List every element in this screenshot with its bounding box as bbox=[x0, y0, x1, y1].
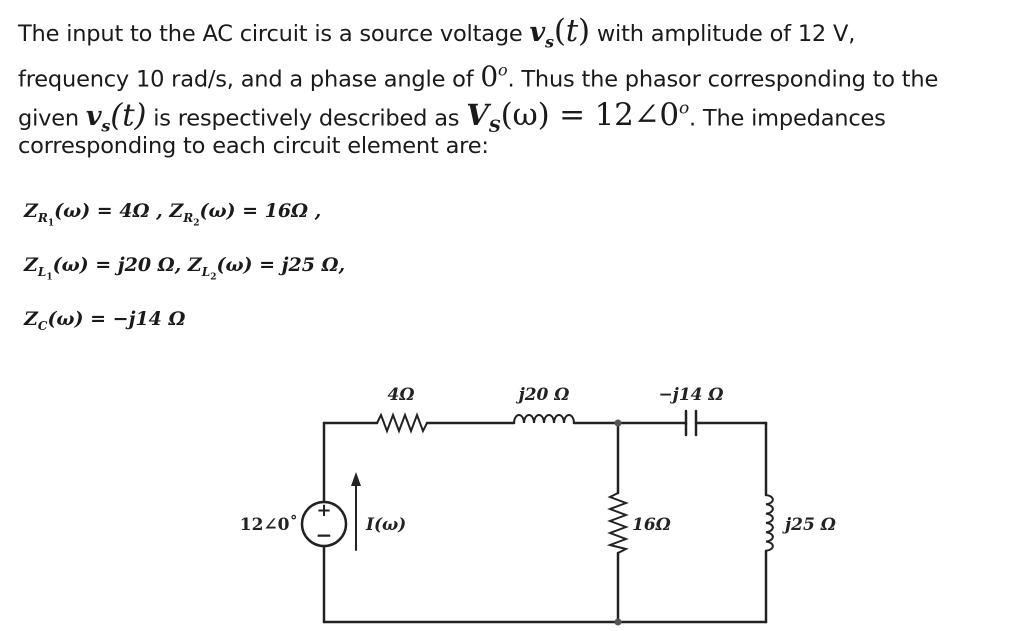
source-minus-sign: − bbox=[316, 523, 333, 547]
junction-node-top bbox=[614, 419, 622, 427]
impedance-equation-inductors: ZL1(ω) = j20 Ω, ZL2(ω) = j25 Ω, bbox=[24, 254, 346, 283]
statement-text: given bbox=[18, 105, 86, 132]
math-vs: vs bbox=[529, 17, 555, 52]
problem-statement: The input to the AC circuit is a source … bbox=[18, 12, 1018, 163]
l2-label: j25 Ω bbox=[782, 515, 836, 535]
source-label: 12∠0˚ bbox=[240, 514, 298, 535]
statement-text: with amplitude of 12 V, bbox=[589, 21, 856, 47]
statement-line-4: corresponding to each circuit element ar… bbox=[18, 129, 1018, 163]
source-plus-sign: + bbox=[316, 500, 331, 521]
math-phasor-eq: (ω) = 12∠0o bbox=[500, 97, 690, 134]
statement-text: The input to the AC circuit is a source … bbox=[18, 21, 530, 47]
statement-text: frequency 10 rad/s, and a phase angle of bbox=[18, 66, 481, 93]
math-paren: (t) bbox=[110, 97, 147, 134]
resistor-r2 bbox=[606, 492, 629, 554]
r1-label: 4Ω bbox=[388, 385, 415, 405]
capacitor-c bbox=[684, 409, 698, 437]
impedance-equation-capacitor: ZC(ω) = −j14 Ω bbox=[24, 308, 186, 333]
math-paren: (t) bbox=[553, 13, 590, 49]
current-arrow bbox=[351, 472, 361, 551]
statement-line-2: frequency 10 rad/s, and a phase angle of… bbox=[18, 51, 1018, 94]
capacitor-label: −j14 Ω bbox=[658, 385, 723, 405]
voltage-source: + − bbox=[300, 500, 348, 548]
statement-text: corresponding to each circuit element ar… bbox=[18, 133, 489, 159]
circuit-wires bbox=[322, 421, 768, 624]
statement-line-1: The input to the AC circuit is a source … bbox=[18, 12, 1018, 51]
math-phase: 0o bbox=[480, 60, 508, 94]
current-label: I(ω) bbox=[365, 515, 406, 535]
math-vs: vs bbox=[85, 101, 111, 136]
statement-line-3: given vs(t) is respectively described as… bbox=[18, 90, 1018, 138]
impedance-equation-resistors: ZR1(ω) = 4Ω , ZR2(ω) = 16Ω , bbox=[24, 200, 322, 229]
l1-label: j20 Ω bbox=[516, 385, 570, 405]
math-phasor: VS bbox=[466, 98, 501, 138]
resistor-r1 bbox=[376, 412, 428, 434]
r2-label: 16Ω bbox=[632, 515, 671, 535]
statement-text: . The impedances bbox=[689, 105, 886, 132]
inductor-l2 bbox=[765, 494, 774, 552]
junction-node-bottom bbox=[614, 618, 622, 626]
inductor-l1 bbox=[513, 414, 575, 424]
statement-text: is respectively described as bbox=[146, 105, 467, 132]
statement-text: . Thus the phasor corresponding to the bbox=[507, 66, 939, 93]
